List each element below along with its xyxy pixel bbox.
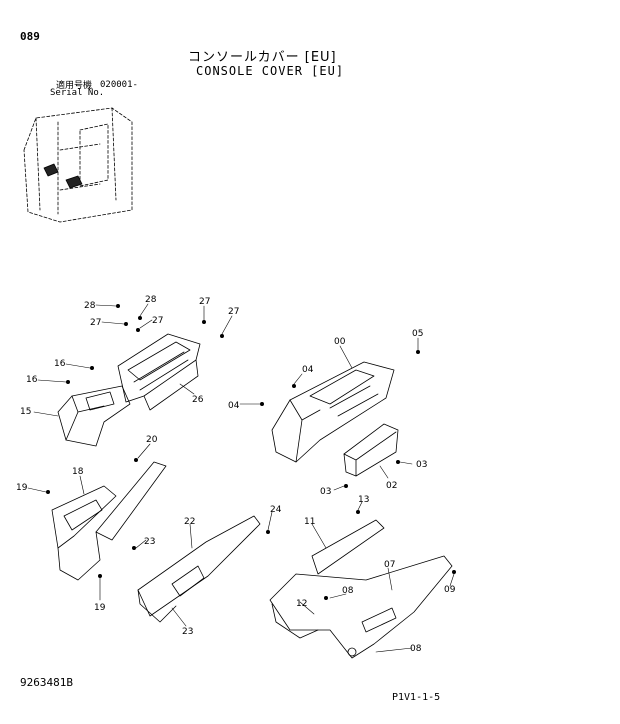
callout-07: 07 xyxy=(384,560,395,570)
serial-value: 020001- xyxy=(100,80,138,90)
callout-16-a: 16 xyxy=(54,359,66,369)
callout-27-a: 27 xyxy=(90,318,101,328)
callout-11: 11 xyxy=(304,517,315,527)
console-assembly-part-00 xyxy=(271,361,395,463)
fasteners xyxy=(46,303,456,601)
console-panel-part-26 xyxy=(117,333,201,411)
top-panel-part-11 xyxy=(311,519,385,575)
callout-09: 09 xyxy=(444,585,456,595)
callout-19-b: 19 xyxy=(94,603,106,613)
callout-16-b: 16 xyxy=(26,375,38,385)
callout-13: 13 xyxy=(358,495,369,505)
side-cover-part-18 xyxy=(51,485,117,581)
callout-20: 20 xyxy=(146,435,158,445)
callout-00: 00 xyxy=(334,337,346,347)
callout-08-a: 08 xyxy=(342,586,354,596)
leader-lines xyxy=(27,303,455,653)
document-number: 9263481B xyxy=(20,676,73,689)
page-number: 089 xyxy=(20,30,40,43)
callout-02: 02 xyxy=(386,481,397,491)
callout-24: 24 xyxy=(270,505,282,515)
front-console-part-15 xyxy=(57,385,131,447)
callout-05: 05 xyxy=(412,329,423,339)
callout-15: 15 xyxy=(20,407,31,417)
callout-12: 12 xyxy=(296,599,307,609)
side-cover-part-07 xyxy=(269,555,453,659)
side-panel-part-20 xyxy=(95,461,167,541)
callout-04-b: 04 xyxy=(228,401,240,411)
callout-27-c: 27 xyxy=(199,297,210,307)
cab-location-sketch xyxy=(23,107,133,223)
title-english: CONSOLE COVER [EU] xyxy=(196,64,345,78)
cab-console-highlight xyxy=(43,163,83,189)
callout-03-b: 03 xyxy=(320,487,331,497)
callout-27-b: 27 xyxy=(152,316,163,326)
callout-22: 22 xyxy=(184,517,195,527)
callout-27-d: 27 xyxy=(228,307,239,317)
callout-23-b: 23 xyxy=(182,627,193,637)
callout-28-b: 28 xyxy=(145,295,157,305)
title-japanese: コンソールカバー [EU] xyxy=(188,50,337,65)
callout-04-a: 04 xyxy=(302,365,314,375)
serial-label-japanese: 適用号機 xyxy=(56,81,93,91)
callout-28-a: 28 xyxy=(84,301,96,311)
callout-23-a: 23 xyxy=(144,537,155,547)
part-callouts: 28 28 27 27 27 27 16 16 15 26 00 05 04 0… xyxy=(16,295,456,654)
side-cover-part-22 xyxy=(137,515,261,623)
callout-03-a: 03 xyxy=(416,460,427,470)
serial-label-english: Serial No. xyxy=(50,88,105,98)
page-reference: P1V1-1-5 xyxy=(392,692,441,703)
callout-19-a: 19 xyxy=(16,483,28,493)
callout-18: 18 xyxy=(72,467,84,477)
callout-08-b: 08 xyxy=(410,644,422,654)
callout-26: 26 xyxy=(192,395,204,405)
storage-box-part-02 xyxy=(343,423,399,477)
